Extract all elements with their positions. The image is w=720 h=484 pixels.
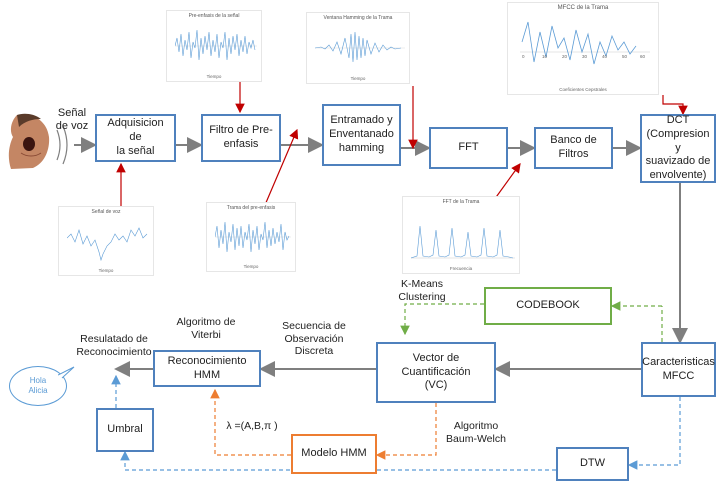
preemphasis-waveform — [175, 29, 257, 61]
red-arrow-trama — [261, 128, 299, 213]
fft-spectrum — [411, 225, 515, 259]
lambda-label: λ =(A,B,π ) — [226, 420, 278, 432]
preemphasis-xlabel: Tiempo — [206, 74, 222, 79]
fft-box: FFT — [429, 127, 508, 169]
hamming-thumbnail: Ventana Hamming de la Trama Tiempo — [306, 12, 410, 84]
preemphasis-title: Pre-enfasis de la señal — [188, 13, 240, 19]
senal-title: Señal de voz — [91, 209, 121, 215]
dtw-box: DTW — [556, 447, 629, 481]
filtro-preenfasis-box: Filtro de Pre- enfasis — [201, 114, 281, 162]
mfcc-tick: 40 — [602, 54, 608, 59]
speaker-face-icon — [8, 113, 50, 169]
senal-waveform — [67, 227, 148, 262]
mfcc-title: MFCC de la Trama — [557, 5, 609, 11]
red-arrow-mfcc — [662, 95, 688, 116]
mfcc-chart: 0 10 20 30 40 50 60 — [520, 21, 650, 65]
kmeans-label: K-Means Clustering — [398, 278, 446, 303]
viterbi-label: Algoritmo de Viterbi — [176, 316, 236, 341]
orange-arrow-modelo-reconocimiento — [210, 388, 291, 456]
output-speech-bubble: Hola Alicia — [9, 366, 67, 406]
hamming-waveform — [315, 31, 405, 63]
baum-welch-label: Algoritmo Baum-Welch — [446, 420, 506, 445]
mfcc-tick: 20 — [562, 54, 568, 59]
trama-xlabel: Tiempo — [243, 264, 259, 269]
fft-thumbnail: FFT de la Trama Frecuencia — [402, 196, 520, 274]
dct-box: DCT (Compresion y suavizado de envolvent… — [640, 114, 716, 183]
fft-title: FFT de la Trama — [442, 199, 480, 205]
codebook-box: CODEBOOK — [484, 287, 612, 325]
mfcc-tick: 50 — [622, 54, 628, 59]
trama-title: Trama del pre-enfasis — [226, 205, 276, 211]
mfcc-xlabel: Coeficientes Cepstrales — [559, 87, 607, 92]
adquisicion-box: Adquisicion de la señal — [95, 114, 176, 162]
hamming-title: Ventana Hamming de la Trama — [323, 15, 393, 21]
mfcc-thumbnail: MFCC de la Trama 0 10 20 30 40 50 60 Coe… — [507, 2, 659, 95]
mfcc-tick: 10 — [542, 54, 548, 59]
entramado-box: Entramado y Enventanado hamming — [322, 104, 401, 166]
green-arrow-codebook-vector — [400, 303, 484, 336]
senal-xlabel: Tiempo — [98, 268, 114, 273]
blue-arrow-caracteristicas-dtw — [627, 397, 681, 470]
hamming-xlabel: Tiempo — [350, 76, 366, 81]
preemphasis-thumbnail: Pre-enfasis de la señal Tiempo — [166, 10, 262, 82]
vector-cuantificacion-box: Vector de Cuantificación (VC) — [376, 342, 496, 403]
mfcc-tick: 60 — [640, 54, 646, 59]
banco-filtros-box: Banco de Filtros — [534, 127, 613, 169]
fft-xlabel: Frecuencia — [449, 266, 473, 271]
senal-thumbnail: Señal de voz Tiempo — [58, 206, 154, 276]
resultado-label: Resulatado de Reconocimiento — [76, 333, 152, 358]
trama-thumbnail: Trama del pre-enfasis Tiempo — [206, 202, 296, 272]
caracteristicas-mfcc-box: Caracteristicas MFCC — [641, 342, 716, 397]
bubble-tail-icon — [58, 366, 75, 379]
input-label: Señal de voz — [55, 107, 89, 133]
mfcc-tick: 30 — [582, 54, 588, 59]
secuencia-label: Secuencia de Observación Discreta — [282, 320, 346, 358]
mfcc-tick: 0 — [522, 54, 525, 59]
reconocimiento-hmm-box: Reconocimiento HMM — [153, 350, 261, 387]
trama-waveform — [215, 221, 291, 253]
blue-arrow-dtw-umbral — [120, 450, 556, 471]
red-arrow-fft — [493, 163, 521, 201]
orange-arrow-vector-modelo — [375, 403, 437, 460]
modelo-hmm-box: Modelo HMM — [291, 434, 377, 474]
sound-wave-icon — [56, 125, 68, 165]
umbral-box: Umbral — [96, 408, 154, 452]
